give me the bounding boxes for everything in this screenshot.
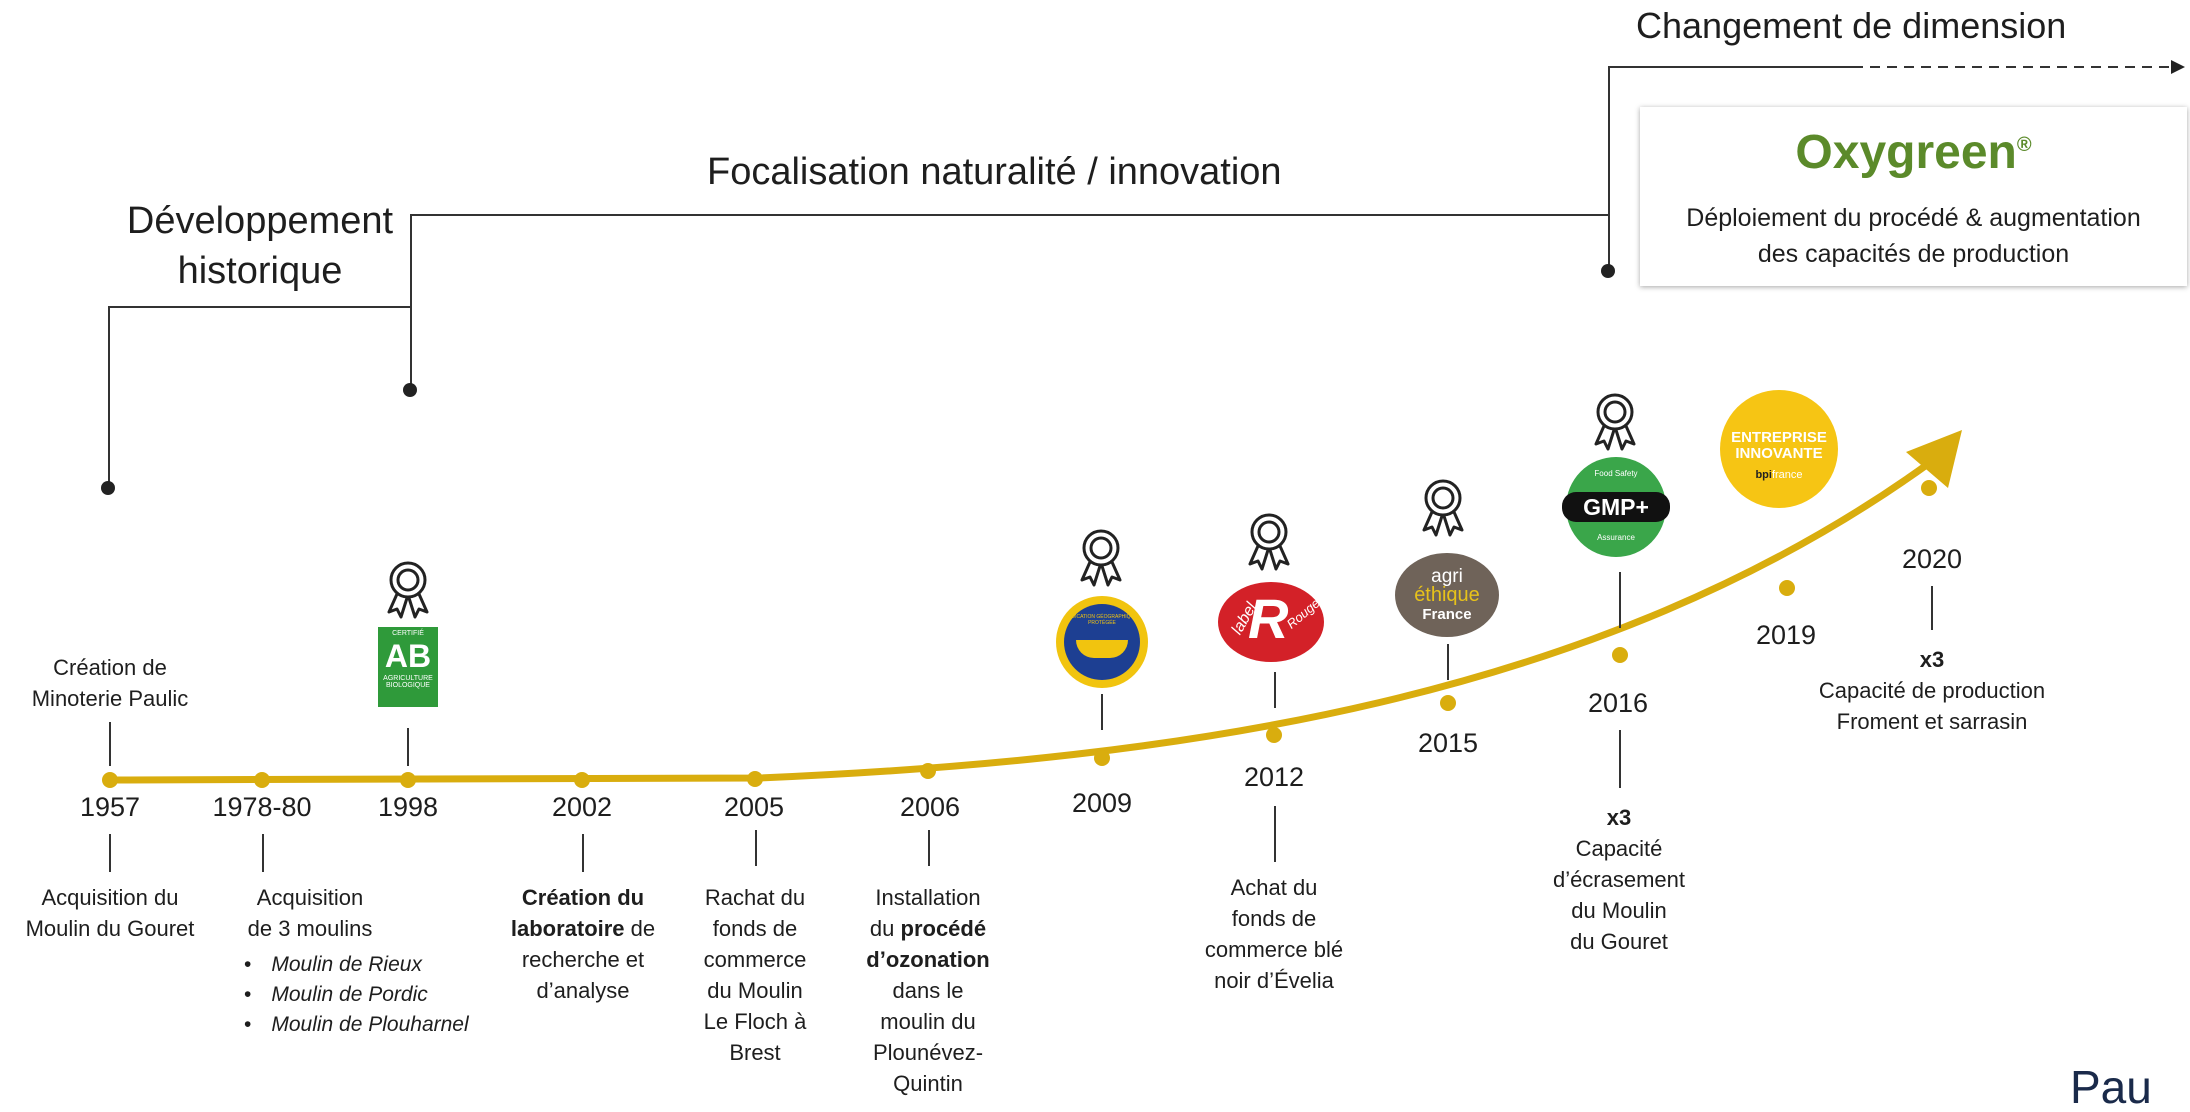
year-2012: 2012	[1243, 762, 1305, 792]
year-2005: 2005	[723, 792, 785, 822]
bpi-wordmark: bpifrance	[1755, 469, 1803, 481]
award-icon-2009	[1080, 529, 1122, 587]
year-1998: 1998	[377, 792, 439, 822]
connector-2012-top	[1274, 672, 1276, 708]
bpi-entreprise-innovante-logo: ENTREPRISE INNOVANTE bpifrance	[1720, 390, 1838, 508]
timeline-dot-2005	[747, 771, 763, 787]
timeline-dot-1978	[254, 772, 270, 788]
award-icon-2012	[1248, 513, 1290, 571]
year-2002: 2002	[551, 792, 613, 822]
developpement-bracket-dot	[101, 481, 115, 495]
connector-2016-top	[1619, 572, 1621, 628]
timeline-dot-1957	[102, 772, 118, 788]
timeline-dot-2016	[1612, 647, 1628, 663]
connector-2016-bottom	[1619, 730, 1621, 788]
year-1978-80: 1978-80	[212, 792, 312, 822]
year-2009: 2009	[1071, 788, 1133, 818]
corner-brand-text: Pau	[2070, 1062, 2152, 1112]
event-2002-desc: Création du laboratoire de recherche et …	[510, 885, 656, 1003]
timeline-dot-1998	[400, 772, 416, 788]
agri-ethique-logo: agri éthique France	[1395, 553, 1499, 637]
igp-logo: INDICATION GÉOGRAPHIQUE PROTÉGÉE	[1056, 596, 1148, 688]
phase-focalisation: Focalisation naturalité / innovation	[707, 151, 1282, 193]
year-2019: 2019	[1755, 620, 1817, 650]
focalisation-bracket-dot	[403, 383, 417, 397]
connector-1957-bottom	[109, 834, 111, 872]
list-item: Moulin de Plouharnel	[244, 1010, 544, 1040]
connector-1998-top	[407, 728, 409, 766]
event-2020-desc: x3 Capacité de production Froment et sar…	[1818, 647, 2046, 734]
year-2006: 2006	[899, 792, 961, 822]
year-1957: 1957	[79, 792, 141, 822]
year-2020: 2020	[1901, 544, 1963, 574]
ab-bio-logo: CERTIFIÉ AB AGRICULTURE BIOLOGIQUE	[378, 627, 438, 707]
developpement-bracket-stem	[108, 306, 110, 486]
timeline-dot-2019	[1779, 580, 1795, 596]
year-2015: 2015	[1417, 728, 1479, 758]
timeline-dot-2020	[1921, 480, 1937, 496]
focalisation-bracket-stem	[410, 214, 412, 388]
timeline-dot-2012	[1266, 727, 1282, 743]
connector-1957-top	[109, 722, 111, 766]
list-item: Moulin de Rieux	[244, 950, 544, 980]
focalisation-bracket-line	[411, 214, 1609, 216]
award-icon-2016	[1594, 393, 1636, 451]
award-icon-1998	[387, 561, 429, 619]
connector-2020-bottom	[1931, 586, 1933, 630]
oxygreen-logo: Oxygreen®	[1795, 126, 2032, 179]
connector-2009-top	[1101, 694, 1103, 730]
changement-bracket-stem	[1608, 66, 1610, 270]
timeline-dot-2015	[1440, 695, 1456, 711]
dashed-arrow	[1853, 60, 2189, 74]
phase-changement-dimension: Changement de dimension	[1636, 5, 2067, 46]
connector-1978-bottom	[262, 834, 264, 872]
year-2016: 2016	[1587, 688, 1649, 718]
timeline-dot-2006	[920, 763, 936, 779]
timeline-dot-2009	[1094, 750, 1110, 766]
event-1978-moulins-list: Moulin de Rieux Moulin de Pordic Moulin …	[230, 950, 544, 1040]
oxygreen-box: Oxygreen® Déploiement du procédé & augme…	[1640, 107, 2187, 286]
connector-2005-bottom	[755, 830, 757, 866]
connector-2012-bottom	[1274, 806, 1276, 862]
connector-2002-bottom	[582, 834, 584, 872]
timeline-dot-2002	[574, 772, 590, 788]
event-2006-desc: Installation du procédé d’ozonation dans…	[866, 885, 990, 1096]
award-icon-2015	[1422, 479, 1464, 537]
changement-bracket-line	[1608, 66, 1853, 68]
connector-2006-bottom	[928, 830, 930, 866]
list-item: Moulin de Pordic	[244, 980, 544, 1010]
changement-bracket-dot	[1601, 264, 1615, 278]
connector-2015-top	[1447, 644, 1449, 680]
gmp-plus-logo: Food Safety GMP+ Assurance	[1562, 457, 1670, 557]
label-rouge-logo: label R Rouge	[1218, 582, 1324, 662]
developpement-bracket-line	[108, 306, 411, 308]
